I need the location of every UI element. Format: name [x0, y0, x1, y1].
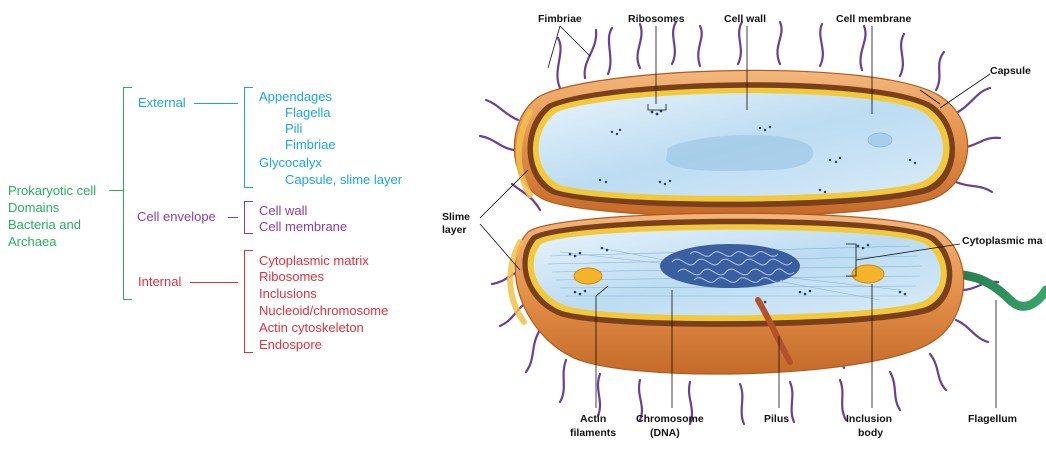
upper-cell-half [513, 69, 969, 217]
internal-bracket-bottom [244, 352, 253, 353]
root-line-1: Prokaryotic cell [8, 183, 97, 198]
label-capsule: Capsule [990, 65, 1031, 77]
external-bracket-top [244, 87, 253, 88]
label-ribosomes: Ribosomes [628, 13, 685, 25]
label-actin-line-2: filaments [570, 427, 616, 439]
envelope-item-cell-wall: Cell wall [259, 203, 308, 218]
external-item-fimbriae: Fimbriae [285, 137, 336, 152]
envelope-label: Cell envelope [137, 209, 216, 224]
envelope-connector [228, 217, 238, 218]
label-fimbriae: Fimbriae [538, 13, 582, 25]
external-item-flagella: Flagella [285, 105, 331, 120]
label-slime-line-2: layer [442, 224, 467, 236]
external-bracket-bottom [244, 187, 253, 188]
internal-bracket-top [244, 250, 253, 251]
external-bracket [244, 87, 245, 187]
label-slime-line-1: Slime [442, 211, 470, 223]
label-chromosome-line-2: (DNA) [650, 427, 680, 439]
internal-item-actin: Actin cytoskeleton [259, 320, 364, 335]
external-item-capsule: Capsule, slime layer [285, 172, 403, 187]
label-cell-wall: Cell wall [724, 13, 766, 25]
pilus-shape [755, 297, 793, 365]
chromosome-shape [660, 244, 800, 288]
external-item-appendages: Appendages [259, 89, 333, 104]
internal-bracket [244, 250, 245, 353]
external-label: External [138, 95, 186, 110]
lower-cell-half [514, 212, 965, 375]
label-actin-line-1: Actin [580, 413, 606, 425]
envelope-bracket-bottom [244, 233, 253, 234]
label-pilus: Pilus [764, 413, 789, 425]
root-bracket-top [123, 87, 132, 88]
classification-tree: Prokaryotic cell Domains Bacteria and Ar… [0, 0, 440, 451]
root-connector [109, 190, 123, 191]
root-line-3: Bacteria and [8, 217, 81, 232]
internal-item-endospore: Endospore [259, 337, 322, 352]
external-item-pili: Pili [285, 121, 303, 136]
internal-connector [190, 282, 238, 283]
label-inclusion-line-2: body [858, 427, 883, 439]
label-cell-membrane: Cell membrane [836, 13, 911, 25]
label-inclusion-line-1: Inclusion [846, 413, 892, 425]
root-bracket-bottom [123, 299, 132, 300]
label-chromosome-line-1: Chromosome [636, 413, 704, 425]
bacterial-cell-illustration: Fimbriae Ribosomes Cell wall Cell membra… [442, 13, 1046, 439]
external-item-glycocalyx: Glycocalyx [259, 155, 322, 170]
internal-item-cytoplasmic-matrix: Cytoplasmic matrix [259, 253, 369, 268]
envelope-bracket-top [244, 201, 253, 202]
root-bracket [123, 87, 124, 299]
label-cytoplasmic-matrix: Cytoplasmic ma [962, 235, 1043, 247]
envelope-bracket [244, 201, 245, 234]
root-line-4: Archaea [8, 234, 57, 249]
envelope-item-cell-membrane: Cell membrane [259, 219, 348, 234]
internal-item-ribosomes: Ribosomes [259, 269, 325, 284]
internal-label: Internal [138, 274, 182, 289]
external-connector [194, 103, 238, 104]
internal-item-inclusions: Inclusions [259, 286, 317, 301]
label-flagellum: Flagellum [968, 413, 1017, 425]
root-line-2: Domains [8, 200, 60, 215]
internal-item-nucleoid: Nucleoid/chromosome [259, 303, 389, 318]
